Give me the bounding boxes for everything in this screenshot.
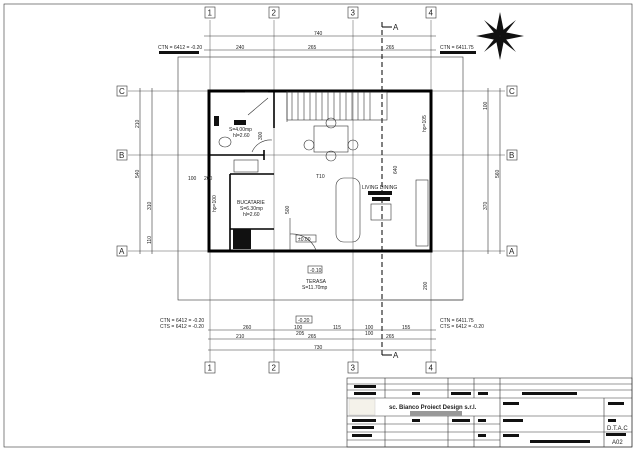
dimension-label: 100 — [365, 331, 374, 337]
top-dimensions: 740 240 265 265 CTN = 6412 = -0.20 CTN =… — [158, 31, 476, 54]
level-label: CTN = 6412 = -0.20 — [160, 318, 204, 324]
section-label-bottom: A — [393, 351, 399, 360]
terrace-area: S=11.70mp — [302, 285, 328, 291]
side-dimensions: 210 540 310 110 100 560 370 — [135, 88, 501, 254]
dimension-label: 265 — [386, 334, 395, 340]
company-logo — [348, 398, 376, 416]
dimension-label: 100 — [483, 101, 489, 110]
terrace-name: TERASA — [306, 279, 327, 285]
project-phase: D.T.A.C — [607, 426, 628, 432]
dimension-label: T10 — [316, 174, 325, 180]
dimension-label: 260 — [243, 325, 252, 331]
sheet-number: A02 — [612, 440, 623, 446]
stove-icon — [233, 229, 251, 249]
inner-dimensions: 100 200 T10 500 300 hp=100 hp=105 640 20… — [188, 115, 429, 290]
dimension-label: 265 — [308, 45, 317, 51]
axis-label: B — [509, 151, 514, 160]
axis-label: 3 — [351, 364, 356, 373]
sheet-frame — [3, 3, 633, 448]
entry-level: ±0.00 — [298, 237, 311, 243]
room-labels: S=4.00mp hl=2.60 BUCATARIE S=6.30mp hl=2… — [229, 120, 397, 291]
axis-label: C — [119, 87, 125, 96]
stairs — [245, 91, 388, 121]
kitchen-area: S=6.30mp — [240, 206, 263, 212]
bottom-dimensions: CTN = 6412 = -0.20 CTS = 6412 = -0.20 CT… — [160, 315, 484, 351]
dimension-label: 210 — [236, 334, 245, 340]
north-arrow-icon — [476, 12, 524, 60]
dimension-label: hp=100 — [212, 195, 218, 212]
bath-height: hl=2.60 — [233, 133, 250, 139]
sink-icon — [233, 159, 259, 173]
title-block: sc. Bianco Proiect Design s.r.l. D.T.A.C… — [346, 377, 633, 448]
dimension-label: 115 — [333, 325, 341, 331]
axis-label: 1 — [208, 364, 213, 373]
level-label: CTN = 6411.75 — [440, 318, 474, 324]
axis-label: 2 — [272, 364, 277, 373]
exterior-level-label: -0.20 — [298, 318, 310, 324]
axis-label: 4 — [429, 364, 434, 373]
bath-door-icon — [251, 139, 273, 153]
axis-label: B — [119, 151, 124, 160]
dimension-label: 155 — [402, 325, 411, 331]
axis-label: C — [509, 87, 515, 96]
column-axis-markers: 1 2 3 4 1 2 3 4 — [204, 6, 437, 374]
dimension-label: 100 — [294, 325, 303, 331]
toilet-icon — [218, 136, 232, 148]
bath-area: S=4.00mp — [229, 127, 252, 133]
level-label: CTN = 6411.75 — [440, 45, 474, 51]
level-label: CTS = 6412 = -0.20 — [160, 324, 204, 330]
dimension-label: hp=105 — [422, 115, 428, 132]
dimension-label: 310 — [147, 201, 153, 210]
axis-label: 4 — [429, 9, 434, 18]
dimension-label: 100 — [365, 325, 374, 331]
coffee-table — [370, 203, 392, 221]
section-label-top: A — [393, 23, 399, 32]
company-name: sc. Bianco Proiect Design s.r.l. — [389, 405, 477, 411]
living-name: LIVING DINING — [362, 185, 397, 191]
dimension-label: 370 — [483, 201, 489, 210]
axis-label: A — [509, 247, 515, 256]
dimension-label: 740 — [314, 31, 323, 37]
grid-lines — [128, 20, 505, 362]
dimension-label: 200 — [423, 281, 429, 290]
dimension-label: 300 — [258, 131, 264, 140]
dimension-label: 210 — [135, 119, 141, 128]
level-label: CTS = 6412 = -0.20 — [440, 324, 484, 330]
site-outline — [177, 56, 464, 301]
level-label: CTN = 6412 = -0.20 — [158, 45, 202, 51]
redacted-bar — [159, 51, 199, 54]
dimension-label: 240 — [236, 45, 245, 51]
axis-label: 3 — [351, 9, 356, 18]
wardrobe — [415, 179, 429, 247]
dimension-label: 200 — [204, 176, 213, 182]
dimension-label: 110 — [147, 236, 153, 244]
dimension-label: 265 — [308, 334, 317, 340]
building-walls — [207, 89, 433, 253]
axis-label: 1 — [208, 9, 213, 18]
dimension-label: 265 — [386, 45, 395, 51]
dimension-label: 100 — [188, 176, 197, 182]
sofa-icon — [335, 177, 361, 243]
axis-label: 2 — [272, 9, 277, 18]
kitchen-name: BUCATARIE — [237, 200, 266, 206]
terrace-level: -0.10 — [310, 268, 322, 274]
dimension-label: 500 — [285, 205, 291, 214]
axis-label: A — [119, 247, 125, 256]
dimension-label: 640 — [393, 165, 399, 174]
redacted-bar — [440, 51, 476, 54]
dimension-label: 560 — [495, 169, 501, 178]
dimension-label: 205 — [296, 331, 305, 337]
dining-table — [303, 117, 359, 162]
row-axis-markers: C B A C B A — [116, 85, 518, 257]
kitchen-height: hl=2.60 — [243, 212, 260, 218]
dimension-label: 540 — [135, 169, 141, 178]
entry-door-icon — [289, 233, 317, 251]
bath-cabinet — [214, 116, 219, 126]
dimension-label: 730 — [314, 345, 323, 351]
